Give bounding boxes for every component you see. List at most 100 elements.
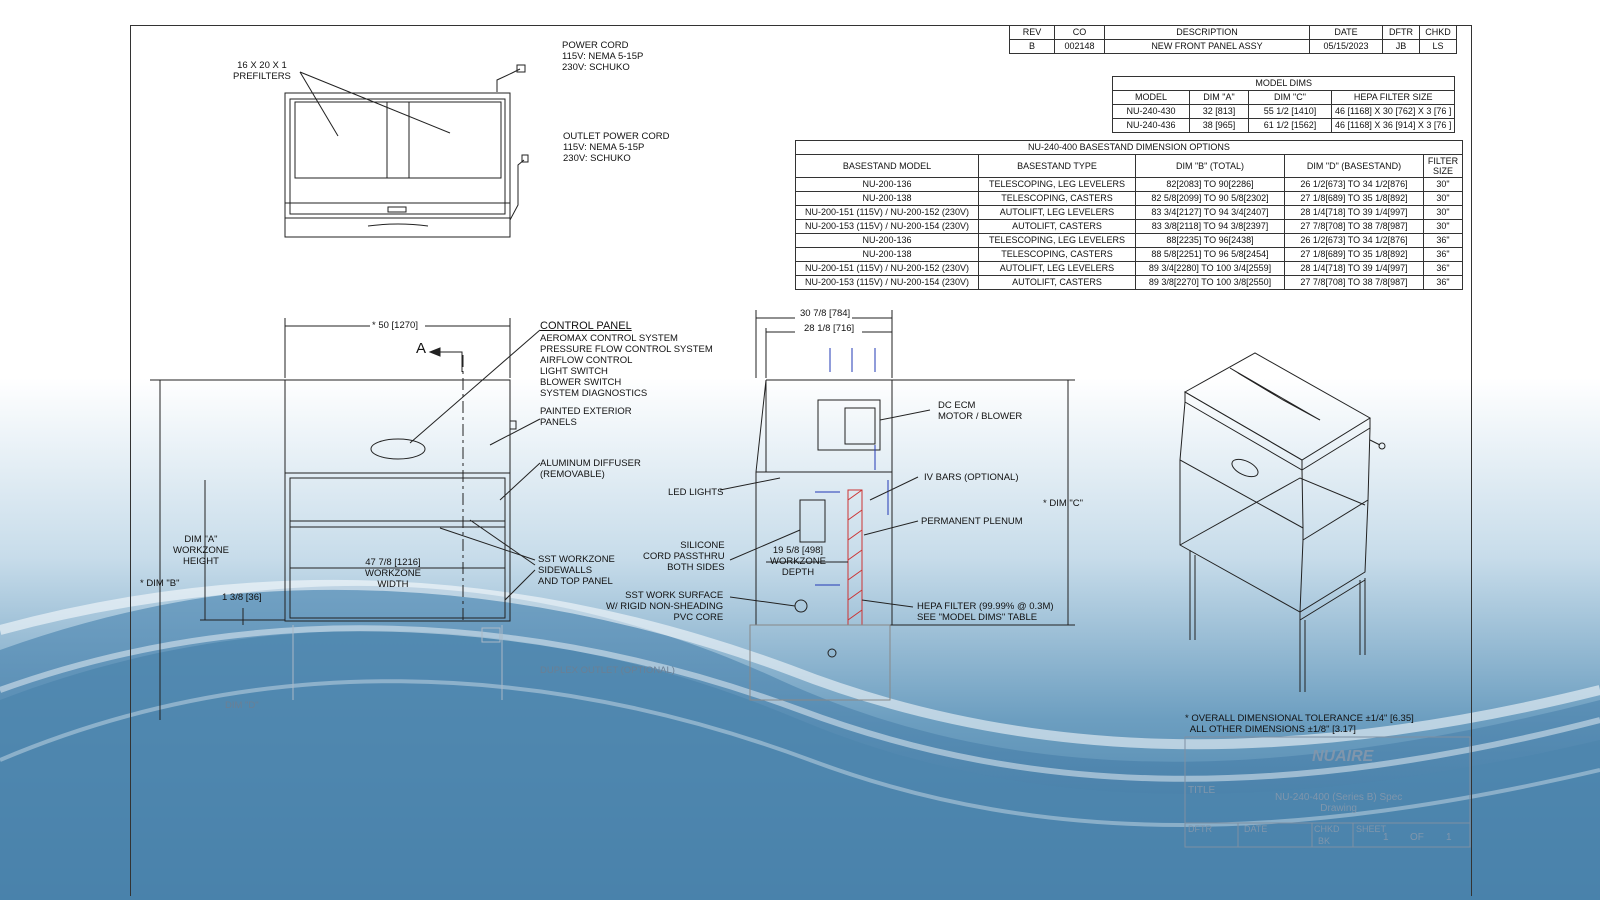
dim-c-cell: 61 1/2 [1562] xyxy=(1248,118,1332,133)
filter-size-header: FILTER SIZE xyxy=(1423,154,1463,178)
basestand-model-cell: NU-200-153 (115V) / NU-200-154 (230V) xyxy=(795,275,979,290)
dim-d-cell: 28 1/4[718] TO 39 1/4[997] xyxy=(1284,261,1424,276)
basestand-type-cell: AUTOLIFT, LEG LEVELERS xyxy=(978,205,1136,220)
basestand-type-cell: TELESCOPING, CASTERS xyxy=(978,247,1136,262)
dim-d-label: DIM "D" xyxy=(225,700,259,711)
description-cell: NEW FRONT PANEL ASSY xyxy=(1104,39,1310,54)
workzone-depth-label: 19 5/8 [498] WORKZONE DEPTH xyxy=(770,545,826,578)
dim-b-label: * DIM "B" xyxy=(140,578,180,589)
model-cell: NU-240-430 xyxy=(1112,104,1190,119)
basestand-model-cell: NU-200-151 (115V) / NU-200-152 (230V) xyxy=(795,205,979,220)
filter-size-cell: 30" xyxy=(1423,205,1463,220)
motor-blower-label: DC ECM MOTOR / BLOWER xyxy=(938,400,1023,422)
hepa-size-cell: 46 [1168] X 30 [762] X 3 [76 ] xyxy=(1330,104,1456,119)
basestand-model-cell: NU-200-136 xyxy=(795,177,979,192)
dim-c-label: * DIM "C" xyxy=(1043,498,1083,509)
control-panel-items: AEROMAX CONTROL SYSTEM PRESSURE FLOW CON… xyxy=(540,333,713,399)
revision-row: B 002148 NEW FRONT PANEL ASSY 05/15/2023… xyxy=(1009,39,1457,54)
dim-d-cell: 28 1/4[718] TO 39 1/4[997] xyxy=(1284,205,1424,220)
dim-d-cell: 26 1/2[673] TO 34 1/2[876] xyxy=(1284,177,1424,192)
duplex-outlet-label: DUPLEX OUTLET (OPTIONAL) xyxy=(540,665,675,676)
dim-d-header: DIM "D" (BASESTAND) xyxy=(1284,154,1424,178)
dim-d-cell: 26 1/2[673] TO 34 1/2[876] xyxy=(1284,233,1424,248)
dim-a-cell: 38 [965] xyxy=(1189,118,1249,133)
inner-depth-dimension: 28 1/8 [716] xyxy=(804,323,855,334)
table-row: NU-200-153 (115V) / NU-200-154 (230V)AUT… xyxy=(795,219,1463,234)
dim-d-cell: 27 1/8[689] TO 35 1/8[892] xyxy=(1284,191,1424,206)
silicone-passthru-label: SILICONE CORD PASSTHRU BOTH SIDES xyxy=(643,540,725,573)
chkd-label: CHKD xyxy=(1314,824,1340,834)
basestand-header-row: BASESTAND MODEL BASESTAND TYPE DIM "B" (… xyxy=(795,154,1463,178)
basestand-type-cell: AUTOLIFT, CASTERS xyxy=(978,219,1136,234)
dim-c-cell: 55 1/2 [1410] xyxy=(1248,104,1332,119)
control-panel-title: CONTROL PANEL xyxy=(540,320,632,332)
dim-b-cell: 88[2235] TO 96[2438] xyxy=(1135,233,1285,248)
revision-header-row: REV CO DESCRIPTION DATE DFTR CHKD xyxy=(1009,25,1457,40)
sheet-total: 1 xyxy=(1446,832,1452,843)
filter-size-cell: 36" xyxy=(1423,261,1463,276)
hepa-filter-label: HEPA FILTER (99.99% @ 0.3M) SEE "MODEL D… xyxy=(917,601,1054,623)
basestand-type-cell: AUTOLIFT, CASTERS xyxy=(978,275,1136,290)
dim-b-cell: 83 3/4[2127] TO 94 3/4[2407] xyxy=(1135,205,1285,220)
table-row: NU-200-153 (115V) / NU-200-154 (230V)AUT… xyxy=(795,275,1463,290)
iv-bars-label: IV BARS (OPTIONAL) xyxy=(924,472,1019,483)
filter-size-cell: 30" xyxy=(1423,177,1463,192)
model-cell: NU-240-436 xyxy=(1112,118,1190,133)
basestand-options-table: NU-240-400 BASESTAND DIMENSION OPTIONS B… xyxy=(795,140,1463,290)
drawing-sheet-border xyxy=(130,25,1472,896)
dim-c-header: DIM "C" xyxy=(1248,90,1332,105)
dim-b-cell: 89 3/8[2270] TO 100 3/8[2550] xyxy=(1135,275,1285,290)
co-header: CO xyxy=(1054,25,1105,40)
model-dims-header-row: MODEL DIM "A" DIM "C" HEPA FILTER SIZE xyxy=(1112,90,1456,105)
date-cell: 05/15/2023 xyxy=(1309,39,1383,54)
basestand-model-cell: NU-200-151 (115V) / NU-200-152 (230V) xyxy=(795,261,979,276)
basestand-model-header: BASESTAND MODEL xyxy=(795,154,979,178)
title-block-frame xyxy=(1184,736,1471,848)
dim-b-cell: 89 3/4[2280] TO 100 3/4[2559] xyxy=(1135,261,1285,276)
table-row: NU-240-436 38 [965] 61 1/2 [1562] 46 [11… xyxy=(1112,118,1456,133)
sheet-number: 1 xyxy=(1383,832,1389,843)
revision-table: REV CO DESCRIPTION DATE DFTR CHKD B 0021… xyxy=(1009,25,1457,54)
basestand-type-cell: TELESCOPING, LEG LEVELERS xyxy=(978,177,1136,192)
filter-size-cell: 30" xyxy=(1423,219,1463,234)
dim-b-cell: 88 5/8[2251] TO 96 5/8[2454] xyxy=(1135,247,1285,262)
isometric-cabinet xyxy=(1179,352,1386,692)
dim-b-cell: 83 3/8[2118] TO 94 3/8[2397] xyxy=(1135,219,1285,234)
prefilters-label: 16 X 20 X 1 PREFILTERS xyxy=(233,60,291,82)
dim-d-cell: 27 7/8[708] TO 38 7/8[987] xyxy=(1284,275,1424,290)
front-view-cabinet xyxy=(150,318,541,720)
description-header: DESCRIPTION xyxy=(1104,25,1310,40)
tolerance-note: * OVERALL DIMENSIONAL TOLERANCE ±1/4" [6… xyxy=(1185,713,1414,735)
chkd-header: CHKD xyxy=(1419,25,1457,40)
basestand-model-cell: NU-200-153 (115V) / NU-200-154 (230V) xyxy=(795,219,979,234)
dim-b-cell: 82[2083] TO 90[2286] xyxy=(1135,177,1285,192)
title-label: TITLE xyxy=(1188,785,1216,796)
filter-size-cell: 36" xyxy=(1423,275,1463,290)
power-cord-label: POWER CORD 115V: NEMA 5-15P 230V: SCHUKO xyxy=(562,40,644,73)
model-header: MODEL xyxy=(1112,90,1190,105)
dim-d-cell: 27 1/8[689] TO 35 1/8[892] xyxy=(1284,247,1424,262)
diffuser-label: ALUMINUM DIFFUSER (REMOVABLE) xyxy=(540,458,641,480)
section-mark: A xyxy=(416,340,427,357)
led-lights-label: LED LIGHTS xyxy=(668,487,724,498)
table-row: NU-200-151 (115V) / NU-200-152 (230V)AUT… xyxy=(795,205,1463,220)
filter-size-cell: 36" xyxy=(1423,247,1463,262)
sst-sidewalls-label: SST WORKZONE SIDEWALLS AND TOP PANEL xyxy=(538,554,615,587)
co-cell: 002148 xyxy=(1054,39,1105,54)
dim-b-header: DIM "B" (TOTAL) xyxy=(1135,154,1285,178)
filter-size-cell: 36" xyxy=(1423,233,1463,248)
hepa-size-header: HEPA FILTER SIZE xyxy=(1330,90,1456,105)
rev-cell: B xyxy=(1009,39,1055,54)
offset-dimension: 1 3/8 [36] xyxy=(222,592,262,603)
rev-header: REV xyxy=(1009,25,1055,40)
model-dims-table: MODEL DIMS MODEL DIM "A" DIM "C" HEPA FI… xyxy=(1111,76,1456,133)
sheet-label: SHEET xyxy=(1356,824,1387,834)
hepa-size-cell: 46 [1168] X 36 [914] X 3 [76 ] xyxy=(1330,118,1456,133)
dftr-cell: JB xyxy=(1382,39,1420,54)
of-label: OF xyxy=(1410,832,1424,843)
dim-a-header: DIM "A" xyxy=(1189,90,1249,105)
nuaire-logo: NUAIRE xyxy=(1312,748,1374,765)
